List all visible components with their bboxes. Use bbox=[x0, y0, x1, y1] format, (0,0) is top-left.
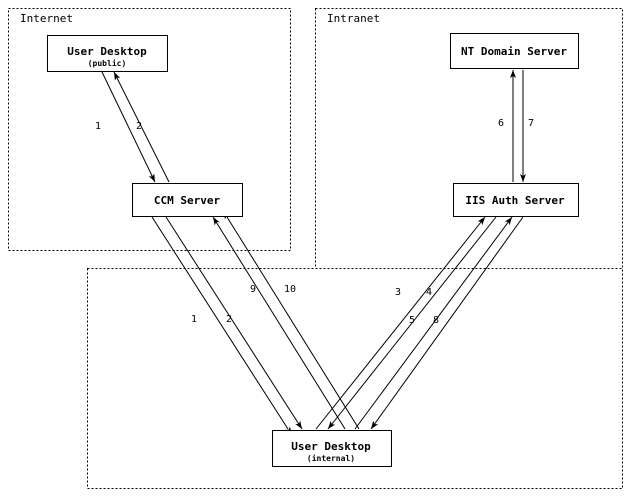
zone-label-internet: Internet bbox=[20, 12, 73, 25]
edge-label-e2-ccm-to-public: 2 bbox=[136, 121, 142, 132]
edge-e1b-ccm-to-internal bbox=[151, 216, 292, 435]
node-title-iis-auth-server: IIS Auth Server bbox=[465, 194, 565, 207]
node-box-user-desktop-internal[interactable] bbox=[272, 430, 392, 467]
edge-label-e3-internal-to-iis: 3 bbox=[395, 287, 401, 298]
node-title-nt-domain-server: NT Domain Server bbox=[461, 45, 567, 58]
edge-e8-iis-to-internal bbox=[370, 216, 524, 430]
node-title-user-desktop-public: User Desktop bbox=[67, 45, 147, 58]
node-title-user-desktop-internal: User Desktop bbox=[291, 440, 371, 453]
edge-label-e6-iis-to-nt: 6 bbox=[498, 118, 504, 129]
node-box-nt-domain-server[interactable] bbox=[450, 33, 579, 69]
edge-label-e5-internal-to-iis: 5 bbox=[409, 315, 415, 326]
edge-label-e7-nt-to-iis: 7 bbox=[528, 118, 534, 129]
node-box-user-desktop-public[interactable] bbox=[47, 35, 168, 72]
edge-e2-ccm-to-public bbox=[113, 71, 170, 183]
edge-label-e9-internal-to-ccm: 9 bbox=[250, 284, 256, 295]
edge-label-e1-public-to-ccm: 1 bbox=[95, 121, 101, 132]
zones-group: Internet Intranet bbox=[8, 8, 623, 489]
edge-label-e2b-internal-to-ccm: 2 bbox=[226, 314, 232, 325]
edge-e3-internal-to-iis bbox=[315, 216, 486, 430]
edge-label-e1b-ccm-to-internal: 1 bbox=[191, 314, 197, 325]
edge-label-e8-iis-to-internal: 8 bbox=[433, 315, 439, 326]
edge-e4-iis-to-internal bbox=[327, 216, 497, 430]
edge-label-e4-iis-to-internal: 4 bbox=[426, 287, 432, 298]
zone-boundary-internal-lan bbox=[87, 268, 623, 489]
zone-label-intranet: Intranet bbox=[327, 12, 380, 25]
edge-e5-internal-to-iis bbox=[354, 216, 513, 430]
edge-e9-internal-to-ccm bbox=[212, 216, 346, 430]
edge-e10-ccm-to-internal bbox=[223, 211, 360, 430]
edge-labels-group: 1 2 1 2 9 10 3 4 5 8 6 7 bbox=[95, 118, 534, 326]
edge-e2b-internal-to-ccm bbox=[165, 216, 303, 430]
edge-e1-public-to-ccm bbox=[101, 71, 156, 183]
node-subtitle-user-desktop-public: (public) bbox=[88, 58, 127, 68]
edges-group bbox=[101, 70, 526, 435]
zone-boundary-internet bbox=[8, 8, 291, 251]
node-title-ccm-server: CCM Server bbox=[154, 194, 221, 207]
edge-label-e10-ccm-to-internal: 10 bbox=[284, 284, 296, 295]
node-box-iis-auth-server[interactable] bbox=[453, 183, 579, 217]
node-box-ccm-server[interactable] bbox=[132, 183, 243, 217]
node-subtitle-user-desktop-internal: (internal) bbox=[307, 453, 355, 463]
